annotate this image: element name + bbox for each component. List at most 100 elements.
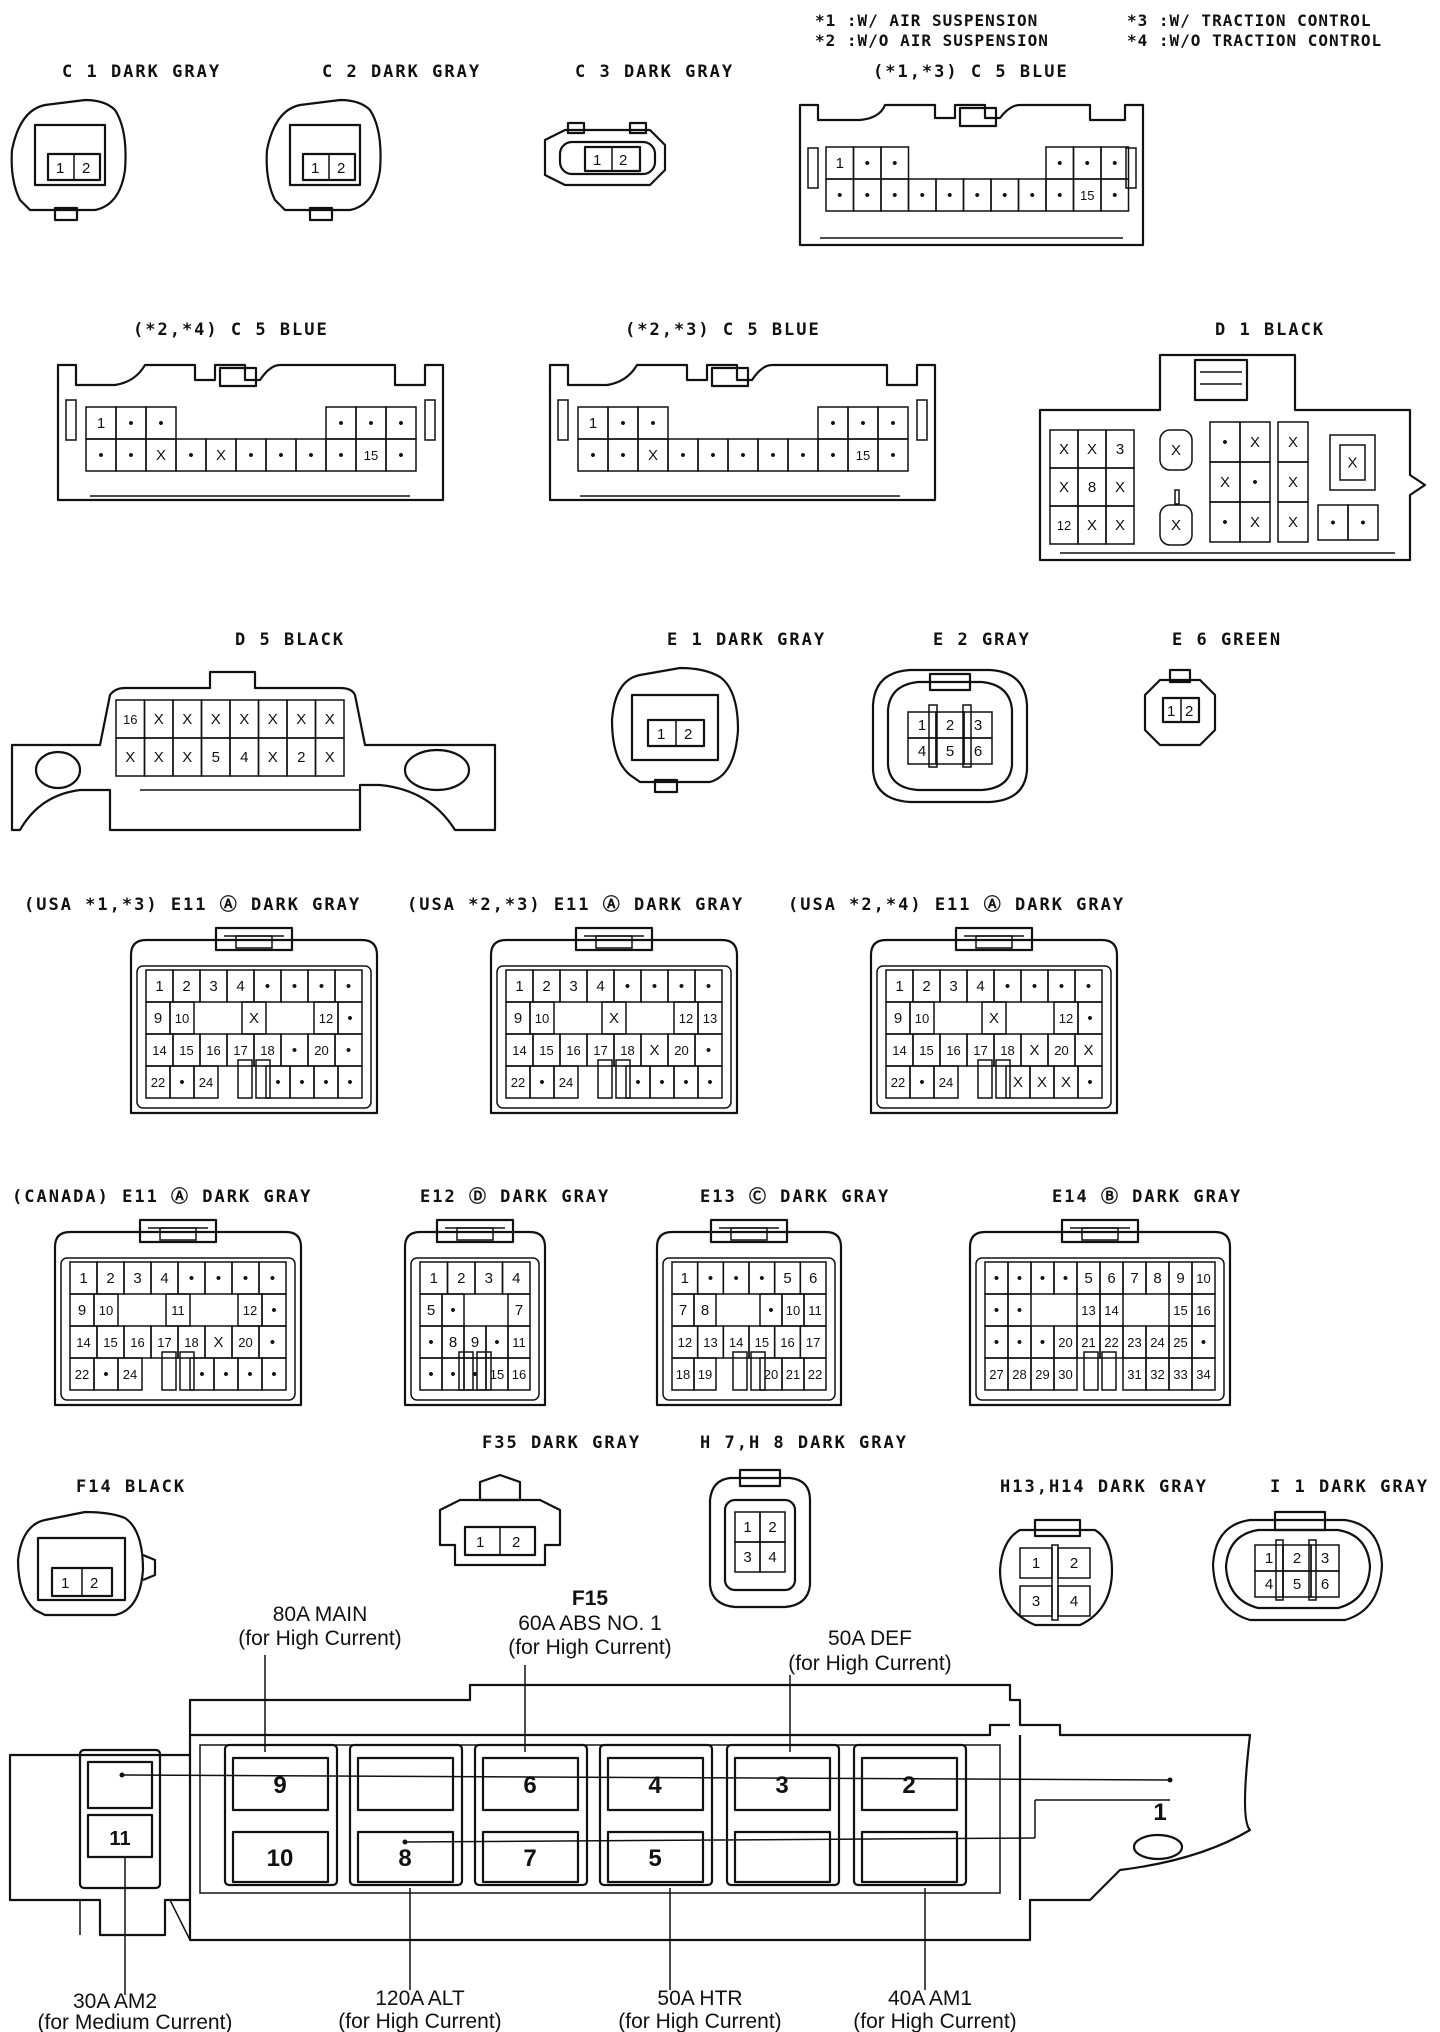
connector-label: (*2,*4) C 5 BLUE [133, 320, 329, 340]
pin: • [271, 1302, 276, 1319]
pin: 15 [103, 1335, 117, 1350]
connector-label: E 1 DARK GRAY [667, 630, 826, 650]
pin: • [994, 1302, 999, 1319]
pin: • [830, 447, 835, 464]
pin: 3 [743, 1549, 751, 1566]
connector-label: C 2 DARK GRAY [322, 62, 481, 82]
fuse-slot-number: 10 [267, 1845, 294, 1872]
fuse-block-f15: F15 80A MAIN (for High Current) 60A ABS … [8, 1587, 1252, 2032]
pin: 2 [182, 978, 190, 995]
pin: X [1347, 455, 1357, 472]
pin: 10 [175, 1011, 189, 1026]
pin: 23 [1127, 1335, 1141, 1350]
pin: • [1030, 187, 1035, 204]
pin: X [213, 1334, 223, 1351]
callout-am2-1: 30A AM2 [73, 1990, 157, 2013]
pin: 4 [236, 978, 244, 995]
connector-label: F14 BLACK [76, 1477, 186, 1497]
pin: 1 [97, 415, 105, 432]
pin: • [620, 447, 625, 464]
pin: 1 [836, 155, 844, 172]
fuse-slot-number: 3 [775, 1772, 788, 1799]
pin: 18 [620, 1043, 634, 1058]
pin: • [1059, 978, 1064, 995]
pin: 1 [56, 160, 64, 177]
pin: 9 [514, 1010, 522, 1027]
pin: • [1057, 155, 1062, 172]
pin: X [1288, 434, 1298, 451]
pin: X [1288, 514, 1298, 531]
pin: X [1013, 1074, 1023, 1091]
callout-alt-2: (for High Current) [338, 2010, 501, 2032]
pin: X [125, 749, 135, 766]
pin: 28 [1012, 1367, 1026, 1382]
pin: 7 [679, 1302, 687, 1319]
connector-label: D 1 BLACK [1215, 320, 1325, 340]
pin: • [865, 187, 870, 204]
pin: 3 [1116, 441, 1124, 458]
pin: • [975, 187, 980, 204]
pin: 14 [512, 1043, 526, 1058]
pin: 24 [939, 1075, 953, 1090]
pin: • [734, 1270, 739, 1287]
pin: 2 [106, 1270, 114, 1287]
pin: 11 [171, 1303, 185, 1318]
pin: • [338, 447, 343, 464]
pin: 4 [160, 1270, 168, 1287]
pin: • [635, 1074, 640, 1091]
pin: 10 [535, 1011, 549, 1026]
pin: • [1222, 434, 1227, 451]
pin: 16 [130, 1335, 144, 1350]
fuse-slot-number: 8 [398, 1845, 411, 1872]
pin: 16 [946, 1043, 960, 1058]
pin: • [830, 415, 835, 432]
pin: 1 [743, 1519, 751, 1536]
pin: X [325, 711, 335, 728]
connector-label: I 1 DARK GRAY [1270, 1477, 1429, 1497]
pin: • [472, 1366, 477, 1383]
callout-alt-1: 120A ALT [375, 1987, 465, 2010]
connector-label: E 6 GREEN [1172, 630, 1282, 650]
pin: 13 [703, 1335, 717, 1350]
connector-c5-w-air-w-traction: (*1,*3) C 5 BLUE 1••••••••••••••15• [798, 62, 1145, 247]
pin: • [398, 447, 403, 464]
pin: 11 [512, 1335, 526, 1350]
pin: 1 [61, 1575, 69, 1592]
pin: X [1171, 442, 1181, 459]
connector-label: (CANADA) E11 Ⓐ DARK GRAY [12, 1186, 312, 1207]
pin: • [347, 1074, 352, 1091]
connector-label: E 2 GRAY [933, 630, 1031, 650]
connector-e1: E 1 DARK GRAY 1 2 [610, 630, 826, 794]
pin: 5 [427, 1302, 435, 1319]
pin: • [450, 1302, 455, 1319]
pin: • [1112, 187, 1117, 204]
pin: 24 [199, 1075, 213, 1090]
pin: 3 [133, 1270, 141, 1287]
pin: 33 [1173, 1367, 1187, 1382]
connector-label: (*2,*3) C 5 BLUE [625, 320, 821, 340]
pin: 9 [154, 1010, 162, 1027]
fuse-slot-number: 9 [273, 1772, 286, 1799]
connector-e6: E 6 GREEN 1 2 [1143, 630, 1282, 747]
pin: • [1087, 1074, 1092, 1091]
pin: • [1040, 1270, 1045, 1287]
connector-label: H13,H14 DARK GRAY [1000, 1477, 1208, 1497]
pin: 2 [542, 978, 550, 995]
pin: 4 [596, 978, 604, 995]
pin: 12 [243, 1303, 257, 1318]
pin: 3 [949, 978, 957, 995]
pin: • [768, 1302, 773, 1319]
pin: 5 [1293, 1576, 1301, 1593]
pin: 9 [894, 1010, 902, 1027]
pin: 5 [212, 749, 220, 766]
pin: 29 [1035, 1367, 1049, 1382]
